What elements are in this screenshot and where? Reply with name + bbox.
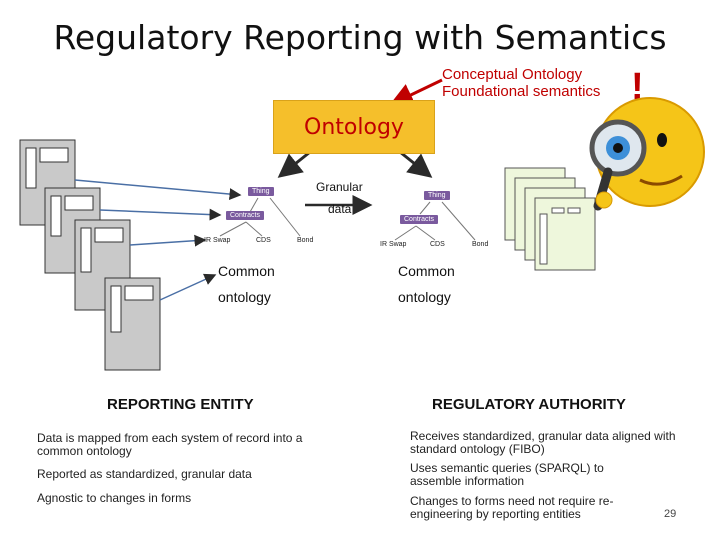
reporting-entity-bullet-3: Agnostic to changes in forms <box>37 491 192 505</box>
callout-line-1: Conceptual Ontology <box>442 66 583 83</box>
report-documents <box>504 167 596 271</box>
smiley-magnifier-icon <box>589 97 705 211</box>
granular-label: Granular <box>316 180 363 194</box>
mapping-arrow-4 <box>159 273 217 301</box>
ontology-left-arrow <box>277 150 311 178</box>
ontology-right-arrow <box>399 150 433 178</box>
callout-line-2: Foundational semantics <box>442 83 601 100</box>
left-bond-leaf: Bond <box>297 237 314 244</box>
right-tree-connectors <box>394 201 476 241</box>
left-contracts-node: Contracts <box>226 211 264 220</box>
right-bond-leaf: Bond <box>472 241 489 248</box>
left-ontology-label: ontology <box>218 289 271 305</box>
ontology-box: Ontology <box>273 100 435 154</box>
regulatory-authority-bullet-1: Receives standardized, granular data ali… <box>410 429 676 456</box>
reporting-entity-bullet-1: Data is mapped from each system of recor… <box>37 431 303 458</box>
regulatory-authority-bullet-2: Uses semantic queries (SPARQL) to assemb… <box>410 461 604 488</box>
mapping-arrow-2 <box>99 208 222 221</box>
left-thing-node: Thing <box>248 187 274 196</box>
regulatory-authority-heading: REGULATORY AUTHORITY <box>432 396 626 413</box>
left-tree-connectors <box>219 197 301 237</box>
server-rack-4 <box>104 277 161 371</box>
reporting-entity-bullet-2: Reported as standardized, granular data <box>37 467 252 481</box>
left-irswap-leaf: IR Swap <box>204 237 231 244</box>
mapping-arrow-1 <box>74 179 242 201</box>
right-thing-node: Thing <box>424 191 450 200</box>
right-irswap-leaf: IR Swap <box>380 241 407 248</box>
right-contracts-node: Contracts <box>400 215 438 224</box>
mapping-arrow-3 <box>129 234 207 247</box>
right-common-label: Common <box>398 263 455 279</box>
reporting-entity-heading: REPORTING ENTITY <box>107 396 254 413</box>
data-label: data <box>328 202 352 216</box>
slide-title: Regulatory Reporting with Semantics <box>53 18 667 57</box>
exclamation-mark: ! <box>631 66 644 108</box>
regulatory-authority-bullet-3: Changes to forms need not require re-eng… <box>410 494 614 521</box>
page-number: 29 <box>664 508 677 520</box>
server-rack-3 <box>74 219 131 311</box>
left-common-label: Common <box>218 263 275 279</box>
right-ontology-label: ontology <box>398 289 451 305</box>
conceptual-ontology-callout: Conceptual Ontology Foundational semanti… <box>442 66 600 100</box>
right-cds-leaf: CDS <box>430 241 445 248</box>
left-cds-leaf: CDS <box>256 237 271 244</box>
